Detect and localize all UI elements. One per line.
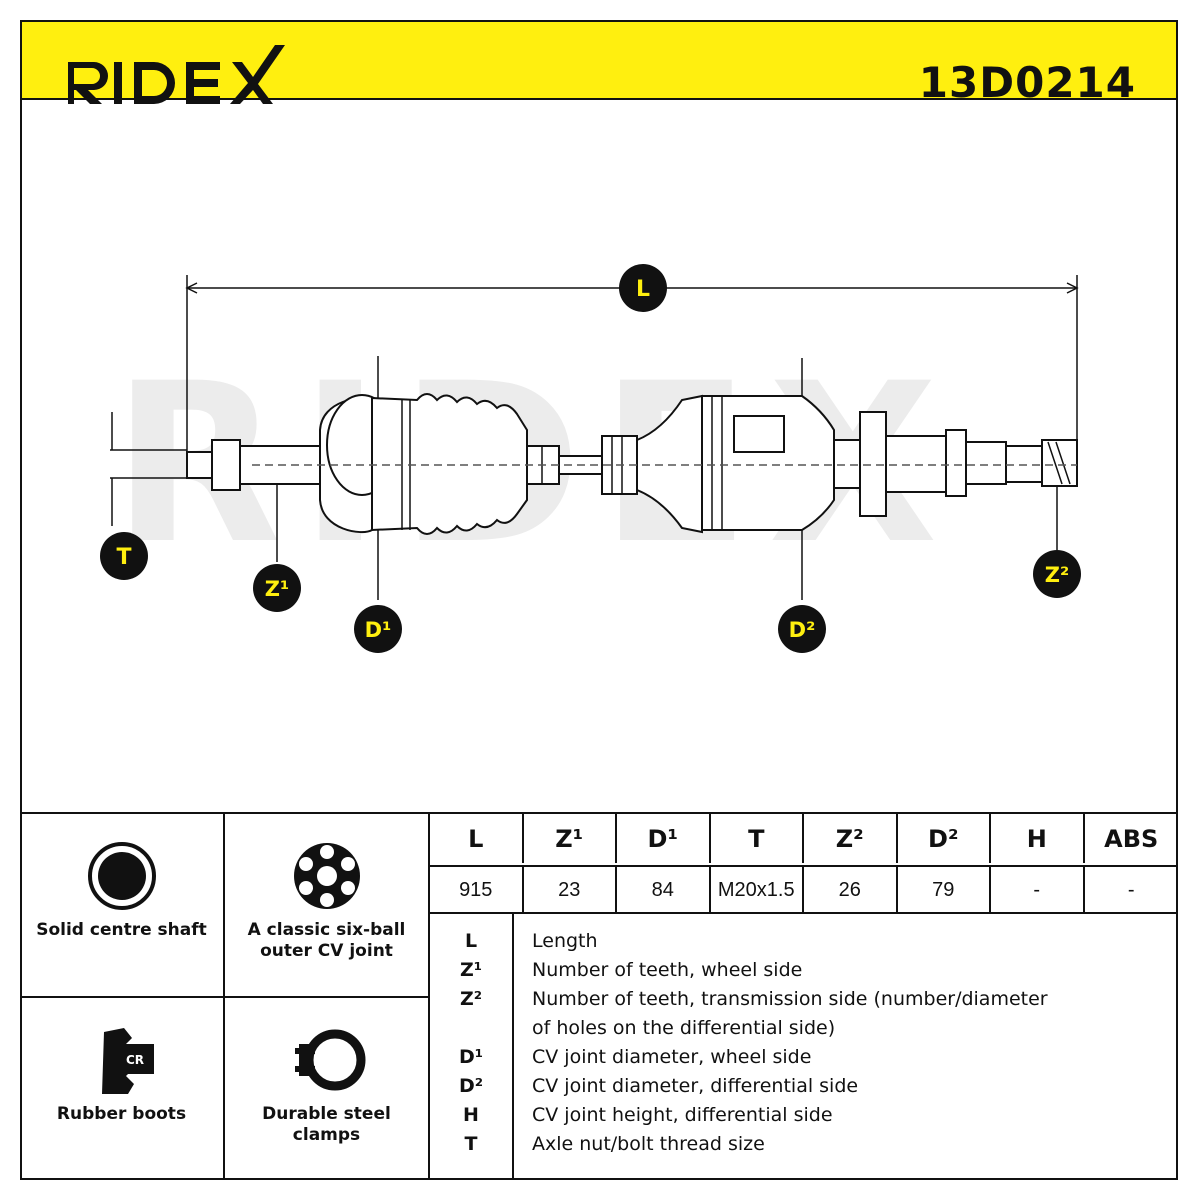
- legend-key: D¹: [458, 1046, 484, 1068]
- badge-D1: D¹: [354, 605, 402, 653]
- legend-key: D²: [458, 1075, 484, 1097]
- legend-desc: Number of teeth, wheel side: [532, 959, 803, 981]
- svg-text:D¹: D¹: [365, 618, 392, 642]
- svg-text:CR: CR: [126, 1053, 144, 1067]
- spec-value-ABS: -: [1084, 865, 1178, 914]
- svg-text:Z¹: Z¹: [265, 577, 289, 601]
- svg-text:T: T: [116, 545, 131, 570]
- spec-header-Z1: Z¹: [524, 814, 617, 863]
- rubber-boot-icon: CR: [102, 1028, 154, 1094]
- legend-row: D¹ CV joint diameter, wheel side: [430, 1044, 1178, 1073]
- legend-key: T: [464, 1133, 478, 1155]
- legend-row: D² CV joint diameter, differential side: [430, 1073, 1178, 1102]
- solid-shaft-icon: [88, 842, 156, 910]
- legend-divider: [512, 914, 514, 1180]
- feature-label: Durable steel clamps: [262, 1104, 391, 1145]
- feature-label: Solid centre shaft: [36, 920, 207, 940]
- badge-Z1: Z¹: [253, 564, 301, 612]
- spec-header-Z2: Z²: [804, 814, 898, 863]
- legend-key: H: [463, 1104, 479, 1126]
- spec-value-L: 915: [430, 865, 524, 914]
- spec-header-ABS: ABS: [1104, 824, 1159, 853]
- spec-value-Z2: 26: [804, 865, 898, 914]
- ridex-logo: [68, 45, 285, 104]
- spec-value-Z1: 23: [523, 865, 617, 914]
- badge-T: T: [100, 532, 148, 580]
- legend-row: H CV joint height, differential side: [430, 1102, 1178, 1131]
- spec-header-H: H: [991, 814, 1085, 863]
- features-grid: Solid centre shaft A classic six-ball ou…: [20, 812, 430, 1180]
- badge-Z2: Z²: [1033, 550, 1081, 598]
- spec-value-T: M20x1.5: [710, 865, 804, 914]
- feature-solid-shaft: Solid centre shaft: [20, 812, 225, 996]
- legend-row: Z¹ Number of teeth, wheel side: [430, 957, 1178, 986]
- legend-desc: of holes on the differential side): [532, 1017, 836, 1039]
- badge-L: L: [619, 264, 667, 312]
- drive-shaft: [186, 393, 1078, 535]
- legend-desc: Axle nut/bolt thread size: [532, 1133, 765, 1155]
- legend-key: Z²: [459, 988, 483, 1010]
- feature-six-ball-joint: A classic six-ball outer CV joint: [225, 812, 430, 996]
- legend-key: Z¹: [459, 959, 483, 981]
- spec-header-T: T: [711, 814, 804, 863]
- legend: L Length Z¹ Number of teeth, wheel side …: [430, 914, 1178, 1180]
- feature-label: A classic six-ball outer CV joint: [247, 920, 406, 961]
- legend-desc: Number of teeth, transmission side (numb…: [532, 988, 1048, 1010]
- legend-row: Z² Number of teeth, transmission side (n…: [430, 986, 1178, 1015]
- six-ball-joint-icon: [294, 843, 360, 909]
- legend-desc: CV joint diameter, differential side: [532, 1075, 859, 1097]
- feature-label: Rubber boots: [56, 1104, 187, 1124]
- legend-row: of holes on the differential side): [430, 1015, 1178, 1044]
- spec-value-D1: 84: [617, 865, 711, 914]
- legend-desc: CV joint diameter, wheel side: [532, 1046, 812, 1068]
- header-bar: 13D0214: [20, 20, 1178, 107]
- spec-table: L Z¹ D¹ T Z² D² H ABS 915 23 84 M20x1.5 …: [430, 812, 1178, 914]
- svg-text:L: L: [636, 277, 650, 302]
- spec-header-D2: D²: [898, 814, 991, 863]
- svg-text:Z²: Z²: [1045, 563, 1069, 587]
- spec-value-H: -: [991, 865, 1085, 914]
- steel-clamp-icon: [295, 1029, 366, 1091]
- shaft-details: [252, 396, 1077, 530]
- legend-row: T Axle nut/bolt thread size: [430, 1131, 1178, 1160]
- drawing-canvas: RIDEX: [100, 264, 1081, 653]
- callout-leaders: [110, 356, 1058, 600]
- legend-desc: CV joint height, differential side: [532, 1104, 833, 1126]
- drive-shaft-drawing: RIDEX: [22, 100, 1176, 812]
- legend-row: L Length: [430, 928, 1178, 957]
- part-number: 13D0214: [918, 58, 1136, 107]
- badge-D2: D²: [778, 605, 826, 653]
- spec-header-D1: D¹: [617, 814, 711, 863]
- feature-steel-clamps: Durable steel clamps: [225, 996, 430, 1180]
- feature-rubber-boots: CR Rubber boots: [20, 996, 225, 1180]
- spec-header-L: L: [430, 814, 524, 863]
- legend-desc: Length: [532, 930, 598, 952]
- spec-value-D2: 79: [897, 865, 991, 914]
- svg-text:D²: D²: [789, 618, 816, 642]
- legend-key: L: [464, 930, 478, 952]
